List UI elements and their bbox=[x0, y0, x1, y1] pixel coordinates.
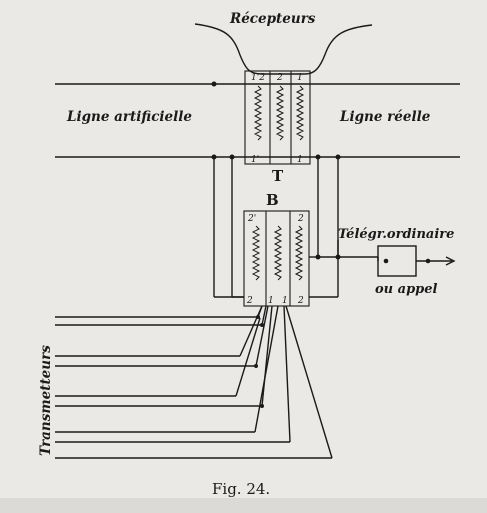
footer-band bbox=[0, 498, 487, 513]
transformer-b-coil-right bbox=[294, 225, 304, 281]
transformer-t-coil-middle bbox=[275, 85, 285, 141]
transformer-t-frame bbox=[244, 70, 311, 165]
transformer-b-coil-left bbox=[251, 225, 261, 281]
receivers-label: Récepteurs bbox=[229, 11, 316, 27]
transformer-b-label: B bbox=[266, 191, 279, 209]
t-terminal-2: 2 bbox=[276, 73, 283, 83]
transformer-t-label: T bbox=[272, 167, 284, 185]
b-terminal-2-bl: 2 bbox=[246, 296, 253, 306]
t-terminal-12: 1'2 bbox=[251, 73, 265, 83]
b-terminal-2prime: 2' bbox=[247, 214, 256, 224]
b-terminal-2-top: 2 bbox=[297, 214, 304, 224]
b-terminal-1-b: 1 bbox=[282, 296, 288, 306]
call-label: ou appel bbox=[375, 282, 438, 297]
t-terminal-1-top: 1 bbox=[297, 73, 303, 83]
artificial-line-label: Ligne artificielle bbox=[66, 109, 192, 125]
b-terminal-1-a: 1 bbox=[268, 296, 274, 306]
b-terminal-2-br: 2 bbox=[297, 296, 304, 306]
transformer-t-coil-left bbox=[253, 85, 263, 141]
transmitters-label: Transmetteurs bbox=[38, 345, 54, 456]
t-terminal-1prime: 1' bbox=[251, 155, 259, 165]
transformer-t-coil-right bbox=[295, 85, 305, 141]
receivers-wire bbox=[194, 23, 373, 75]
telegraph-label: Télégr.ordinaire bbox=[338, 227, 454, 242]
figure-caption: Fig. 24. bbox=[212, 480, 270, 498]
real-line-label: Ligne réelle bbox=[339, 109, 431, 125]
transformer-b-coil-middle bbox=[273, 225, 283, 281]
t-terminal-1-bottom: 1 bbox=[297, 155, 303, 165]
transmitter-wires bbox=[55, 305, 333, 459]
transformer-b-frame bbox=[243, 210, 310, 307]
